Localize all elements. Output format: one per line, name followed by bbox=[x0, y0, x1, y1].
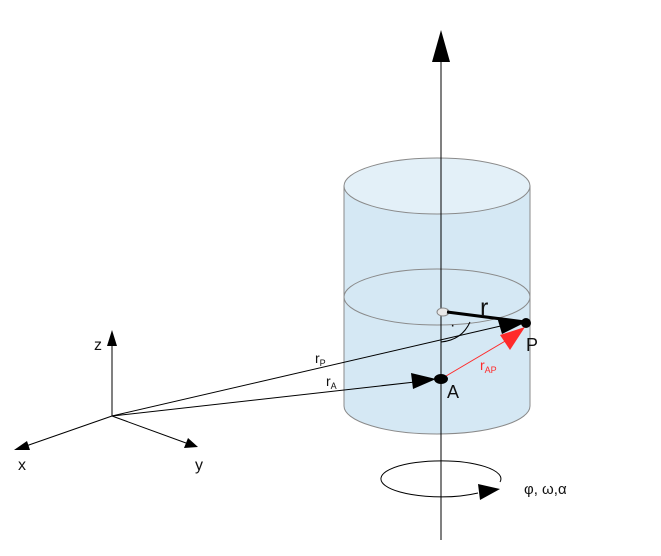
x-label: x bbox=[18, 457, 26, 474]
right-angle-dot: · bbox=[450, 317, 455, 334]
vector-rAP-arrowhead-icon bbox=[500, 327, 525, 350]
radius-label: r bbox=[480, 294, 488, 322]
axis-arrowhead-icon bbox=[432, 30, 450, 62]
y-label: y bbox=[195, 457, 203, 474]
cylinder-mid-section bbox=[343, 268, 531, 326]
point-A-label: A bbox=[447, 382, 459, 402]
cylinder bbox=[343, 157, 531, 435]
point-P-marker bbox=[521, 318, 531, 328]
rAP-label: rAP bbox=[480, 357, 497, 375]
cylinder-body bbox=[343, 185, 531, 435]
vector-rA bbox=[111, 381, 416, 417]
x-arrowhead-icon bbox=[14, 441, 30, 450]
point-A-marker bbox=[434, 374, 448, 384]
rA-label: rA bbox=[326, 373, 337, 391]
vector-rP bbox=[111, 324, 506, 417]
z-label: z bbox=[94, 337, 102, 354]
y-arrowhead-icon bbox=[184, 438, 198, 448]
cylinder-top-face bbox=[343, 157, 531, 215]
vector-rP-arrowhead-icon bbox=[497, 317, 526, 334]
rotation-label: φ, ω,α bbox=[524, 481, 567, 498]
vector-rAP bbox=[440, 336, 513, 380]
coordinate-frame bbox=[14, 330, 198, 450]
rotation-arc bbox=[380, 460, 502, 498]
rotation-indicator bbox=[380, 460, 502, 500]
rP-label: rP bbox=[315, 350, 326, 368]
point-P-label: P bbox=[526, 335, 538, 355]
circular-arrow-icon bbox=[478, 484, 500, 500]
vector-rA-arrowhead-icon bbox=[411, 373, 436, 389]
z-arrowhead-icon bbox=[107, 330, 117, 346]
